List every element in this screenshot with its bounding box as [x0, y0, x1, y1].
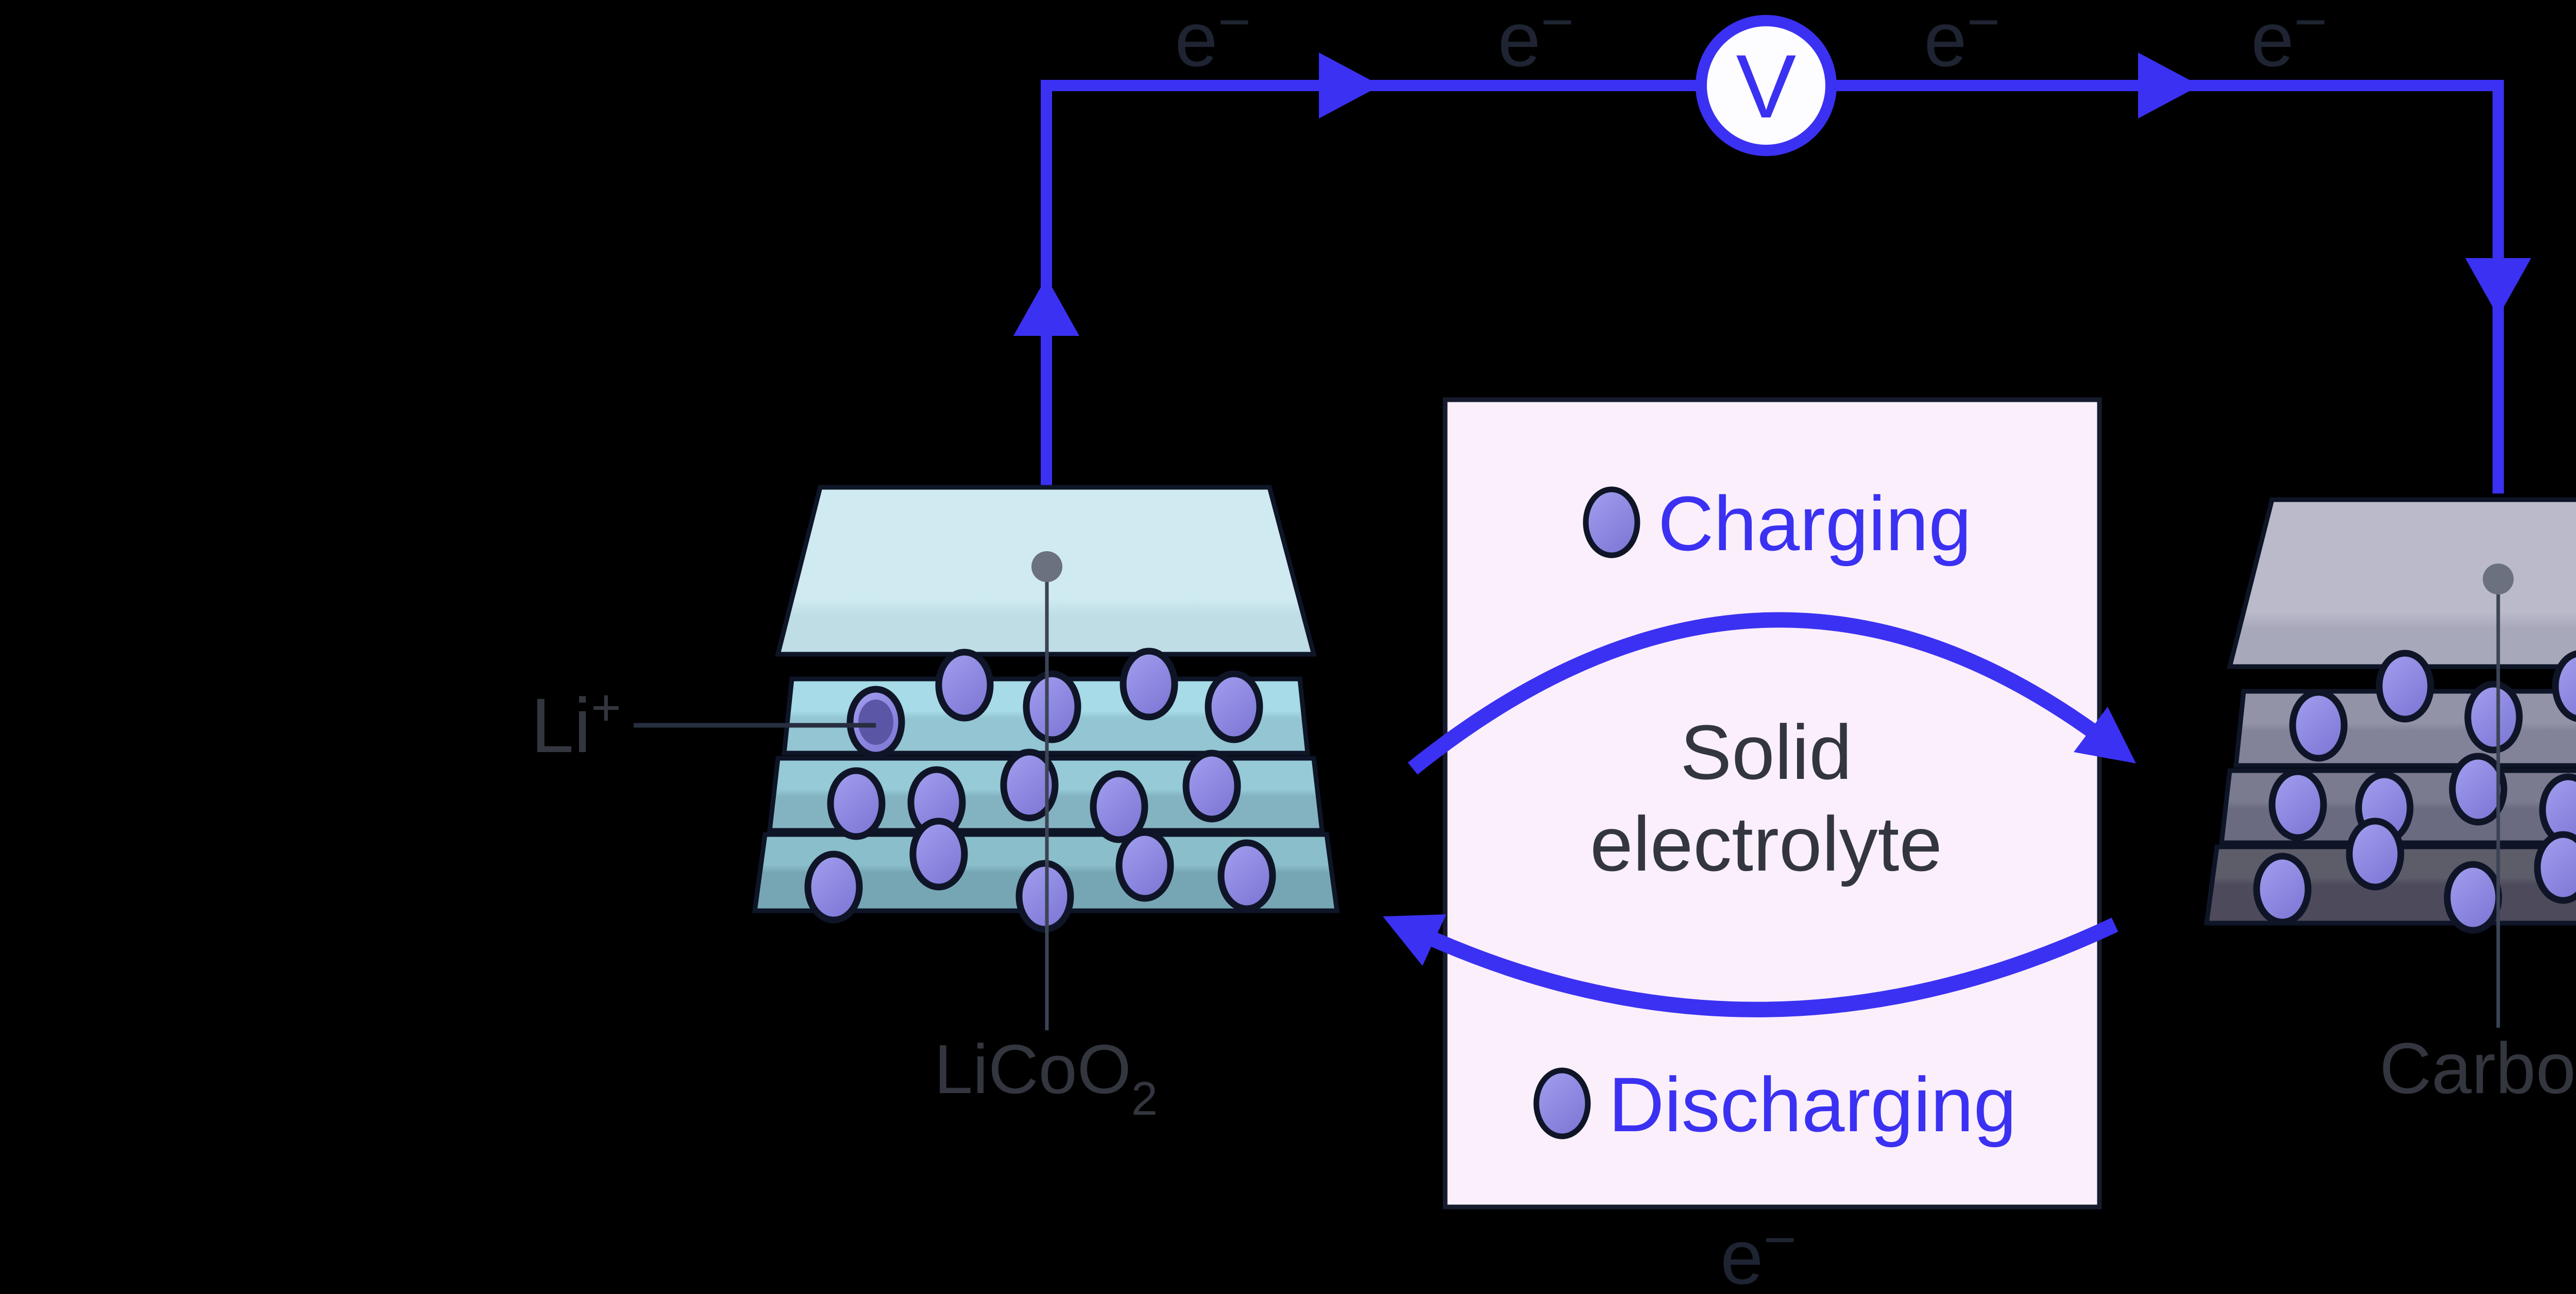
anode-lithium-ion-icon — [2253, 853, 2312, 926]
charging-ion-icon — [1583, 486, 1640, 558]
cathode-electrode — [752, 485, 1340, 933]
electron-flow-up-arrowhead-icon — [1013, 277, 1079, 336]
voltmeter-circle-icon — [1696, 15, 1837, 156]
discharging-arrowhead-icon — [1383, 914, 1446, 966]
anode-layer-1 — [2227, 497, 2576, 669]
cathode-lithium-ion-icon — [1015, 860, 1074, 933]
electron-label: e− — [1498, 0, 1574, 82]
cathode-lithium-ion-icon — [1090, 770, 1148, 843]
cathode-lithium-ion-icon — [1205, 670, 1263, 743]
cathode-lithium-ion-icon — [1217, 839, 1276, 912]
cathode-label: LiCoO2 — [934, 1030, 1158, 1125]
cathode-lithium-ion-icon — [1120, 648, 1178, 721]
voltmeter: V — [1696, 15, 1837, 156]
anode-lithium-ion-icon — [2552, 650, 2576, 722]
anode-lithium-ion-icon — [2376, 650, 2434, 723]
charging-arrow — [1408, 612, 2112, 775]
cathode-lithium-ion-icon — [909, 818, 968, 891]
charging-arrowhead-icon — [2074, 707, 2136, 763]
anode-lithium-ion-icon — [2289, 689, 2348, 762]
anode-lithium-ion-icon — [2464, 680, 2523, 754]
anode-lithium-ion-icon — [2449, 753, 2507, 826]
electron-flow-right-arrowhead-icon — [1319, 53, 1381, 118]
electron-label: e− — [1924, 0, 2000, 82]
cathode-highlighted-ion-core-icon — [858, 700, 893, 745]
li-ion-label: Li+ — [531, 679, 621, 769]
cathode-lithium-ion-icon — [1115, 829, 1174, 902]
cathode-lithium-ion-icon — [1182, 750, 1241, 823]
anode-electrode — [2204, 497, 2576, 934]
anode-dot-icon — [2483, 564, 2514, 594]
charging-label: Charging — [1658, 480, 1972, 567]
anode-label: Carbon — [2379, 1028, 2576, 1109]
electron-label: e− — [2251, 0, 2327, 82]
cathode-dot-icon — [1031, 551, 1062, 582]
electron-label: e− — [1720, 1208, 1797, 1294]
anode-lithium-ion-icon — [2346, 818, 2404, 891]
voltmeter-label: V — [1736, 37, 1797, 137]
electron-flow-down-arrowhead-icon — [2465, 258, 2531, 317]
cathode-lithium-ion-icon — [1023, 670, 1081, 743]
discharging-label: Discharging — [1608, 1061, 2016, 1148]
electron-flow-right-arrowhead2-icon — [2138, 53, 2200, 118]
anode-lithium-ion-icon — [2444, 861, 2502, 934]
cathode-lithium-ion-icon — [1000, 748, 1059, 822]
discharging-arrow — [1412, 917, 2119, 1017]
anode-lithium-ion-icon — [2268, 768, 2327, 841]
cathode-lithium-ion-icon — [804, 850, 863, 924]
discharging-ion-icon — [1533, 1067, 1591, 1139]
cathode-lithium-ion-icon — [827, 767, 886, 840]
cathode-lithium-ion-icon — [935, 649, 994, 722]
anode-lithium-ion-icon — [2534, 831, 2576, 904]
electron-label: e− — [1175, 0, 1251, 82]
electrolyte-title-line1: Solid — [1680, 709, 1852, 795]
electrolyte-title-line2: electrolyte — [1590, 801, 1942, 887]
